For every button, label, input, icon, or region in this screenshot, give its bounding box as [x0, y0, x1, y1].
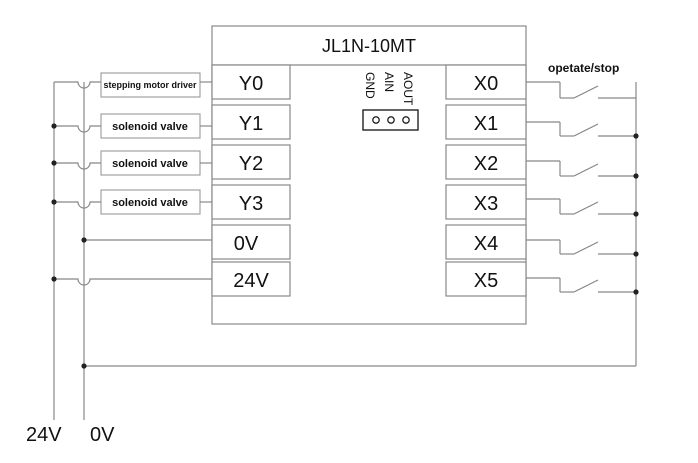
junction-0v-common	[81, 363, 87, 369]
analog-pin-gnd: GND	[363, 72, 377, 99]
junction-24v-y1	[51, 123, 57, 129]
analog-pin-hole-aout	[402, 116, 410, 124]
input-terminal-block: X0 X1 X2 X3 X4 X5	[445, 64, 527, 297]
terminal-x3	[445, 184, 527, 220]
junction-bus-x3	[633, 211, 639, 217]
terminal-y1	[211, 104, 291, 140]
terminal-label-0v: 0V	[234, 233, 259, 255]
terminal-label-y3: Y3	[239, 193, 263, 215]
junction-24v-y2	[51, 160, 57, 166]
junction-bus-x2	[633, 173, 639, 179]
junction-0v-terminal	[81, 237, 87, 243]
terminal-0v	[211, 224, 291, 260]
terminal-label-24v: 24V	[233, 270, 269, 292]
junction-24v-y3	[51, 199, 57, 205]
device-label-solenoid-valve-1: solenoid valve	[112, 121, 188, 133]
terminal-label-x4: X4	[474, 233, 498, 255]
switch-x0-contact	[573, 85, 599, 99]
terminal-x5	[445, 261, 527, 297]
terminal-label-x1: X1	[474, 113, 498, 135]
junction-bus-x4	[633, 251, 639, 257]
junction-bus-x5	[633, 289, 639, 295]
terminal-label-x2: X2	[474, 153, 498, 175]
wire-24v-to-solenoid-3	[54, 201, 101, 209]
device-label-stepping-motor-driver: stepping motor driver	[103, 80, 197, 90]
device-box-solenoid-valve-1	[100, 113, 201, 139]
wire-24v-to-solenoid-1	[54, 125, 101, 133]
wire-24v-terminal-to-rail	[54, 278, 212, 286]
terminal-label-y1: Y1	[239, 113, 263, 135]
device-label-solenoid-valve-3: solenoid valve	[112, 197, 188, 209]
device-box-stepping-motor-driver	[100, 72, 201, 98]
terminal-x1	[445, 104, 527, 140]
terminal-label-x5: X5	[474, 270, 498, 292]
input-switches	[526, 81, 636, 293]
junction-24v-terminal	[51, 276, 57, 282]
terminal-x4	[445, 224, 527, 260]
terminal-label-y0: Y0	[239, 73, 263, 95]
switch-x4-contact	[573, 241, 599, 255]
junction-bus-x1	[633, 133, 639, 139]
output-wiring	[54, 81, 636, 367]
terminal-label-x0: X0	[474, 73, 498, 95]
terminal-x2	[445, 144, 527, 180]
terminal-label-x3: X3	[474, 193, 498, 215]
switch-x1-contact	[573, 123, 599, 137]
terminal-y2	[211, 144, 291, 180]
terminal-label-y2: Y2	[239, 153, 263, 175]
wire-24v-to-solenoid-2	[54, 162, 101, 170]
switch-x3-contact	[573, 201, 599, 215]
analog-pin-aout: AOUT	[401, 72, 415, 106]
plc-model-title: JL1N-10MT	[322, 36, 416, 56]
device-label-solenoid-valve-2: solenoid valve	[112, 158, 188, 170]
analog-pin-hole-ain	[387, 116, 395, 124]
analog-pin-ain: AIN	[382, 72, 396, 92]
switch-x2-contact	[573, 163, 599, 177]
wire-24v-to-stepping-driver	[54, 81, 101, 89]
analog-pin-hole-gnd	[372, 116, 380, 124]
analog-connector: GND AIN AOUT	[362, 72, 419, 131]
switch-group-label: opetate/stop	[548, 61, 619, 75]
switch-x5-contact	[573, 279, 599, 293]
output-terminal-block: Y0 Y1 Y2 Y3 0V 24V	[211, 64, 291, 297]
terminal-y0	[211, 64, 291, 100]
rail-label-24v: 24V	[26, 424, 62, 446]
rail-label-0v: 0V	[90, 424, 115, 446]
